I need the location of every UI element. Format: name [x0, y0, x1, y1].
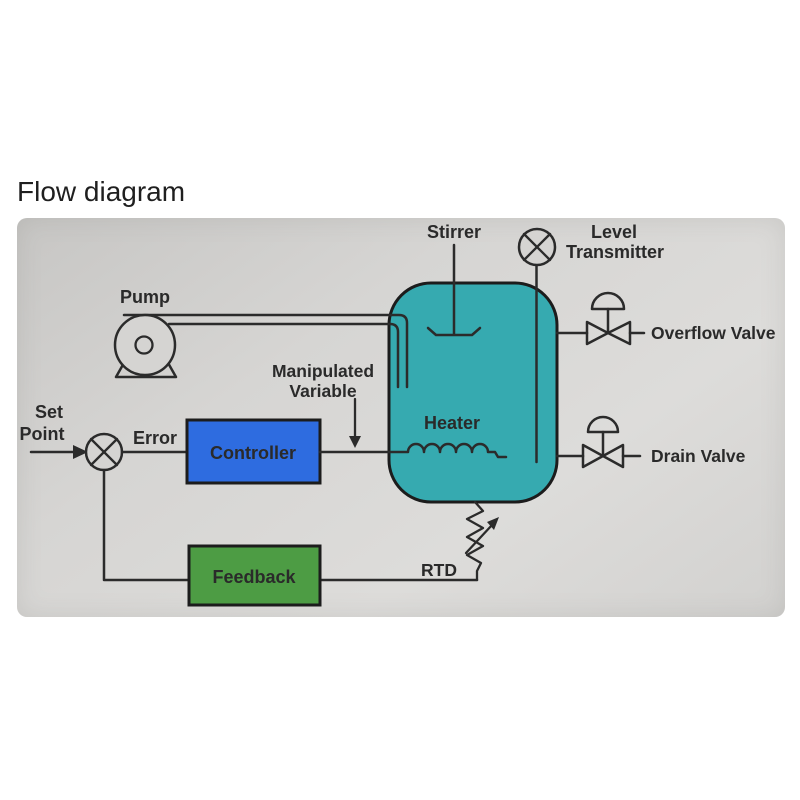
- set-point-arrowhead: [73, 445, 88, 459]
- diagram-panel: Pump Stirrer Level Transmitter Overflow …: [17, 218, 785, 617]
- feedback-label: Feedback: [212, 567, 296, 587]
- stirrer-label: Stirrer: [427, 222, 481, 242]
- rtd-arrowhead: [487, 517, 499, 530]
- summing-junction-cross-line2: [89, 437, 119, 467]
- drain-valve-body-left: [581, 443, 605, 469]
- level-transmitter-label-line2: Transmitter: [566, 242, 664, 262]
- heater-label: Heater: [424, 413, 480, 433]
- feed-pipe-top-line: [122, 313, 409, 389]
- error-label: Error: [133, 428, 177, 448]
- rtd-label: RTD: [421, 560, 457, 580]
- rtd-arrow-line: [464, 523, 494, 555]
- overflow-valve-actuator-dome: [590, 291, 626, 311]
- feedback-box: [187, 544, 322, 607]
- overflow-valve-body-left: [585, 320, 610, 346]
- tank-body: [387, 281, 559, 504]
- manipulated-variable-label-line1: Manipulated: [272, 361, 374, 381]
- feed-pipe-bottom-line: [167, 322, 400, 389]
- manipulated-variable-arrowhead: [349, 436, 361, 448]
- stirrer-blade: [426, 326, 482, 337]
- rtd-resistor: [465, 500, 485, 582]
- pump-impeller-dot: [134, 335, 154, 355]
- page-title: Flow diagram: [17, 176, 186, 207]
- heater-coil: [318, 442, 508, 459]
- manipulated-variable-label-line2: Variable: [289, 381, 356, 401]
- set-point-label-line2: Point: [20, 424, 65, 444]
- drain-valve-label: Drain Valve: [651, 446, 746, 466]
- overflow-valve-body-right: [606, 320, 632, 346]
- drain-valve-body-right: [601, 443, 625, 469]
- overflow-valve-label: Overflow Valve: [651, 323, 776, 343]
- diagram-svg: Pump Stirrer Level Transmitter Overflow …: [20, 222, 776, 607]
- feedback-return-line: [102, 468, 191, 582]
- pump-label: Pump: [120, 287, 170, 307]
- set-point-label-line1: Set: [35, 402, 63, 422]
- drain-valve-actuator-dome: [586, 415, 620, 434]
- controller-label: Controller: [210, 443, 296, 463]
- controller-box: [185, 418, 322, 485]
- level-transmitter-label-line1: Level: [591, 222, 637, 242]
- level-transmitter-cross-line2: [522, 232, 552, 262]
